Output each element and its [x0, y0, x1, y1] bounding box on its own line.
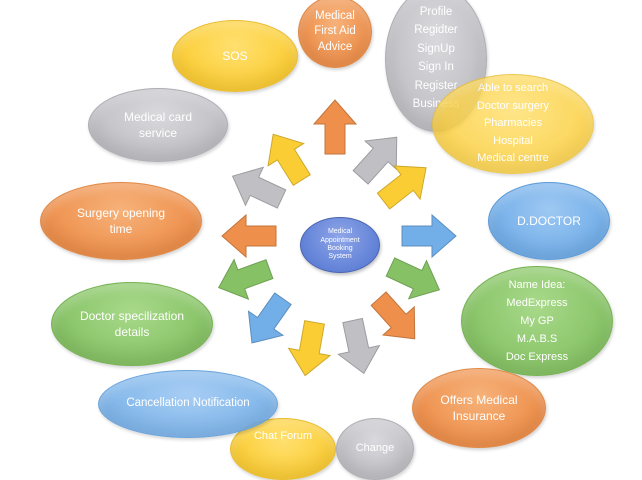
node-label: D.DOCTOR: [517, 213, 581, 228]
node-surgery-opening: Surgery opening time: [40, 182, 202, 260]
arrow-up-left: [267, 133, 311, 187]
node-medical-first-aid: Medical First Aid Advice: [298, 0, 372, 68]
node-label: Cancellation Notification: [126, 397, 250, 410]
arrow-right: [401, 213, 457, 259]
node-label: MedExpress: [506, 296, 568, 309]
node-doctor-specialization: Doctor specilization details: [51, 282, 213, 366]
arrow-up-right: [376, 165, 427, 210]
arrow-shape: [376, 165, 427, 210]
arrow-shape: [401, 213, 457, 259]
node-label: Register: [414, 79, 458, 92]
arrow-down-left: [217, 258, 274, 300]
node-label: Insurance: [452, 409, 506, 423]
node-label: Offers Medical: [440, 392, 518, 407]
node-cancellation: Cancellation Notification: [98, 370, 278, 438]
arrow-shape: [247, 292, 292, 344]
arrow-shape: [370, 291, 416, 340]
arrow-up-left: [231, 166, 287, 209]
arrow-down-left: [247, 292, 292, 344]
node-label: Doc Express: [505, 351, 569, 364]
node-label: Name Idea:: [508, 278, 566, 291]
node-d-doctor: D.DOCTOR: [488, 182, 610, 260]
node-label: M.A.B.S: [516, 333, 558, 346]
node-label: Chat Forum: [253, 430, 313, 442]
node-label: SignUp: [417, 42, 455, 55]
node-sos: SOS: [172, 20, 298, 92]
arrow-layer: [217, 99, 457, 377]
node-label: Medical centre: [477, 152, 549, 165]
node-label: details: [114, 325, 150, 339]
arrow-down: [337, 317, 381, 375]
arrow-shape: [221, 213, 277, 259]
node-label: Able to search: [477, 82, 549, 95]
node-medical-card: Medical card service: [88, 88, 228, 162]
node-label: Sign In: [418, 61, 454, 74]
node-label: Hospital: [493, 134, 533, 147]
arrow-down: [287, 320, 332, 377]
node-label: Medical card: [123, 109, 193, 124]
node-label: Surgery opening: [76, 205, 166, 220]
node-label: Change: [355, 442, 395, 454]
node-label: Regidter: [414, 24, 458, 37]
center-label-line: System: [328, 253, 352, 261]
node-change: Change: [336, 418, 414, 480]
arrow-shape: [385, 257, 441, 300]
center-label-line: Medical: [327, 228, 353, 236]
node-offers-insurance: Offers Medical Insurance: [412, 368, 546, 448]
arrow-left: [221, 213, 277, 259]
arrow-shape: [352, 136, 398, 185]
node-label: Doctor surgery: [476, 99, 550, 112]
node-label: service: [138, 126, 177, 140]
node-label: My GP: [520, 314, 554, 327]
node-name-idea: Name Idea: MedExpress My GP M.A.B.S Doc …: [461, 266, 613, 376]
center-label-line: Appointment: [320, 236, 360, 244]
node-label: time: [109, 222, 133, 236]
node-label: SOS: [222, 48, 248, 63]
node-label: Advice: [317, 40, 353, 53]
arrow-shape: [267, 133, 311, 187]
node-label: Medical: [315, 9, 355, 22]
node-label: Doctor specilization: [79, 308, 185, 323]
arrow-shape: [287, 320, 332, 377]
center-node: Medical Appointment Booking System: [300, 217, 380, 273]
arrow-shape: [217, 258, 274, 300]
arrow-down-right: [370, 291, 416, 340]
arrow-shape: [231, 166, 287, 209]
arrow-shape: [312, 99, 358, 155]
center-label-line: Booking: [327, 245, 353, 252]
arrow-up: [312, 99, 358, 155]
node-label: Profile: [419, 6, 453, 18]
arrow-down-right: [385, 257, 441, 300]
node-label: Pharmacies: [483, 117, 543, 130]
arrow-up-right: [352, 136, 398, 185]
node-search: Able to search Doctor surgery Pharmacies…: [432, 74, 594, 174]
mind-map-diagram: Medical Appointment Booking System Medic…: [40, 0, 613, 480]
node-label: First Aid: [314, 25, 356, 38]
arrow-shape: [337, 317, 381, 375]
